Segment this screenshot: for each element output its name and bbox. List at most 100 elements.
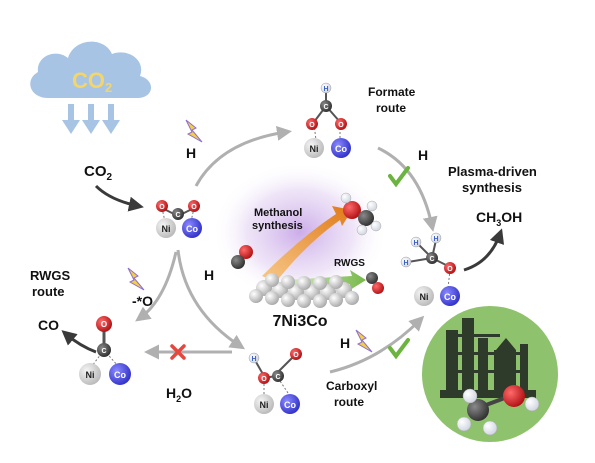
co-atom: [440, 286, 460, 306]
ni-atom: [79, 363, 101, 385]
svg-text:Ni: Ni: [86, 370, 95, 380]
co-molecule-icon: [366, 272, 384, 294]
svg-text:Ni: Ni: [260, 400, 269, 410]
co-atom: [280, 394, 300, 414]
co2-cloud-icon: CO2: [30, 41, 152, 134]
c-atom: [172, 208, 184, 220]
svg-text:Co: Co: [284, 400, 296, 410]
arrow-to-rwgs: [135, 251, 178, 322]
arrow-carboxyl-to-methoxy: [329, 315, 425, 374]
svg-text:H: H: [251, 356, 256, 363]
factory-icon: [440, 318, 536, 398]
ni-atom: [304, 138, 324, 158]
svg-text:O: O: [293, 352, 299, 359]
plasma-lightning-icon: [127, 267, 145, 291]
methanol-product-label: CH3OH: [476, 209, 522, 228]
rwgs-center-label: RWGS: [334, 258, 365, 269]
svg-text:Ni: Ni: [420, 292, 429, 302]
svg-text:H: H: [403, 260, 408, 267]
catalyst-center: Methanol synthesis RWGS 7Ni3Co: [212, 162, 388, 330]
c-atom: [272, 370, 284, 382]
svg-text:O: O: [101, 320, 107, 329]
arrow-formate-to-methoxy: [377, 146, 438, 232]
check-icon: [388, 166, 410, 188]
svg-text:C: C: [175, 212, 180, 219]
c-atom: [320, 100, 332, 112]
svg-text:Ni: Ni: [162, 224, 171, 234]
methoxy-intermediate: H H H C O Ni Co: [400, 232, 460, 306]
svg-text:O: O: [338, 122, 344, 129]
c-atom: [97, 343, 111, 357]
o-atom: [156, 200, 168, 212]
co-atom: [109, 363, 131, 385]
o-atom: [258, 372, 270, 384]
arrow-to-carboxyl: [176, 249, 246, 350]
svg-text:O: O: [447, 266, 453, 273]
plasma-driven-label: Plasma-driven synthesis: [448, 164, 541, 195]
cycle-arrows: [135, 125, 438, 374]
o-atom: [96, 316, 112, 332]
check-icon: [388, 338, 410, 360]
svg-text:C: C: [323, 104, 328, 111]
o-atom: [444, 262, 456, 274]
o-atom: [306, 118, 318, 130]
svg-text:C: C: [275, 374, 280, 381]
svg-text:O: O: [159, 204, 165, 211]
c-atom: [426, 252, 438, 264]
o-atom: [335, 118, 347, 130]
h-atom: [248, 352, 260, 364]
svg-text:O: O: [309, 122, 315, 129]
arrow-to-formate: [194, 125, 292, 187]
svg-text:Co: Co: [114, 370, 126, 380]
svg-text:C: C: [101, 348, 106, 355]
h-label-formate: H: [418, 147, 428, 163]
cloud-formula: CO2: [72, 68, 112, 95]
svg-text:Co: Co: [335, 144, 347, 154]
ni-atom: [156, 218, 176, 238]
co-product-label: CO: [38, 317, 59, 333]
svg-text:O: O: [261, 376, 267, 383]
h-label-center: H: [204, 267, 214, 283]
methanol-molecule-icon: [456, 385, 540, 436]
adsorbed-co2: Ni Co O O C: [156, 200, 202, 238]
carboxyl-route-label: Carboxyl route: [326, 379, 381, 409]
methanol-molecule-icon: [340, 192, 382, 236]
svg-text:H: H: [323, 86, 328, 93]
plasma-lightning-icon: [355, 329, 373, 353]
o-atom: [290, 348, 302, 360]
h-label-top: H: [186, 145, 196, 161]
co-atom: [182, 218, 202, 238]
ni-atom: [414, 286, 434, 306]
arrow-to-methanol: [463, 228, 505, 272]
o-atom: [188, 200, 200, 212]
h-atom: [430, 232, 442, 244]
svg-text:Co: Co: [186, 224, 198, 234]
blocked-cross-icon: [170, 344, 186, 360]
arrow-to-co: [61, 330, 97, 354]
co-atom: [331, 138, 351, 158]
svg-text:O: O: [191, 204, 197, 211]
cloud-down-arrows-icon: [62, 104, 120, 134]
svg-text:Ni: Ni: [310, 144, 319, 154]
svg-text:C: C: [429, 256, 434, 263]
h-atom: [400, 256, 412, 268]
h-atom: [410, 236, 422, 248]
co-molecule-icon: [231, 245, 253, 269]
catalyst-surface: [249, 273, 359, 308]
minus-o-label: -*O: [132, 293, 153, 309]
methanol-synthesis-label: Methanol synthesis: [252, 207, 305, 232]
h-label-bottom: H: [340, 335, 350, 351]
svg-text:H: H: [433, 236, 438, 243]
formate-intermediate: H C O O Ni Co: [304, 82, 351, 158]
water-label: H2O: [166, 385, 192, 404]
rwgs-route-label: RWGS route: [30, 268, 74, 299]
catalyst-label: 7Ni3Co: [272, 313, 327, 330]
methanol-plant-illustration: [422, 306, 558, 442]
co2-label: CO2: [84, 163, 113, 183]
carboxyl-intermediate: H O C O Ni Co: [248, 348, 302, 414]
plasma-lightning-icon: [185, 119, 203, 143]
methanol-synthesis-arrow: [262, 206, 352, 282]
svg-text:H: H: [413, 240, 418, 247]
adsorbed-co: O C Ni Co: [79, 316, 131, 385]
